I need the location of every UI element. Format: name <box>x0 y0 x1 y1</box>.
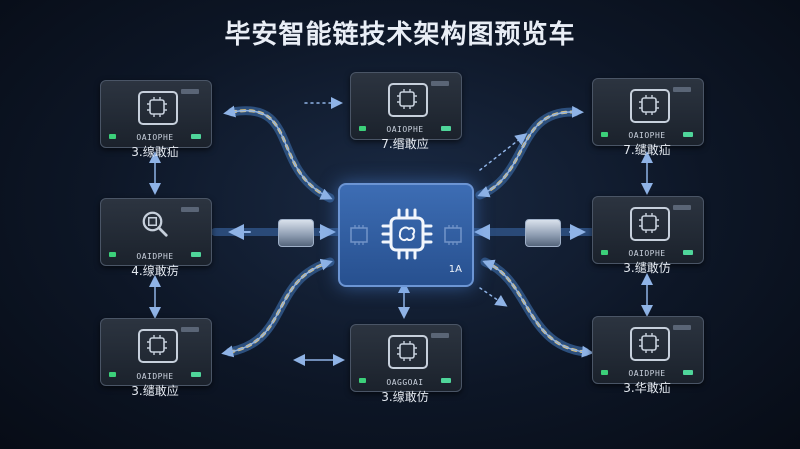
node-mid-left[interactable] <box>100 198 212 266</box>
status-led <box>191 134 201 139</box>
port-slot <box>673 87 691 92</box>
status-led <box>683 370 693 375</box>
node-label: 7.缗敢应 <box>381 137 429 151</box>
bus-coupler-right <box>525 219 561 247</box>
diagram-title: 毕安智能链技术架构图预览车 <box>224 20 576 50</box>
circuit-chip-icon <box>138 91 178 125</box>
status-led <box>441 378 451 383</box>
circuit-chip-icon <box>630 327 670 361</box>
status-led <box>683 250 693 255</box>
node-code: OAIOPHE <box>628 249 666 258</box>
port-slot <box>673 325 691 330</box>
port-slot <box>181 89 199 94</box>
node-top-center[interactable] <box>350 72 462 140</box>
node-code: OAIDPHE <box>136 252 174 261</box>
port-slot <box>181 207 199 212</box>
node-label: 3.缐敢仿 <box>381 390 429 404</box>
node-caption: OAIDPHE 4.缐敢疠 <box>85 252 225 279</box>
node-label: 3.缱敢应 <box>131 384 179 398</box>
node-code: OAIOPHE <box>628 131 666 140</box>
node-label: 3.华敢疝 <box>623 381 671 395</box>
port-slot <box>181 327 199 332</box>
node-code: OAIOPHE <box>136 133 174 142</box>
circuit-chip-icon <box>388 335 428 369</box>
node-caption: OAGGOAI 3.缐敢仿 <box>335 378 475 405</box>
hub-label: 1A <box>448 264 462 275</box>
port-slot <box>673 205 691 210</box>
node-label: 4.缐敢疠 <box>131 264 179 278</box>
circuit-chip-icon <box>138 329 178 363</box>
status-led <box>191 372 201 377</box>
node-caption: OAIOPHE 7.缗敢应 <box>335 125 475 152</box>
status-led <box>683 132 693 137</box>
node-code: OAGGOAI <box>386 378 424 387</box>
status-led <box>359 126 366 131</box>
bus-coupler-left <box>278 219 314 247</box>
node-caption: OAIDPHE 3.华敢疝 <box>577 369 717 396</box>
node-code: OAIOPHE <box>386 125 424 134</box>
node-bottom-right[interactable] <box>592 316 704 384</box>
status-led <box>601 250 608 255</box>
status-led <box>109 372 116 377</box>
status-led <box>359 378 366 383</box>
port-slot <box>431 81 449 86</box>
status-led <box>601 370 608 375</box>
status-led <box>601 132 608 137</box>
circuit-chip-icon <box>381 208 433 260</box>
node-top-left[interactable] <box>100 80 212 148</box>
node-top-right[interactable] <box>592 78 704 146</box>
port-slot <box>431 333 449 338</box>
chip-pattern-icon <box>350 225 368 245</box>
status-led <box>109 252 116 257</box>
node-label: 7.缱敢疝 <box>623 143 671 157</box>
status-led <box>441 126 451 131</box>
node-mid-right[interactable] <box>592 196 704 264</box>
node-caption: OAIOPHE 3.缐敢疝 <box>85 133 225 160</box>
node-bottom-center[interactable] <box>350 324 462 392</box>
node-caption: OAIDPHE 3.缱敢应 <box>85 372 225 399</box>
node-label: 3.缐敢疝 <box>131 145 179 159</box>
node-label: 3.缱敢仿 <box>623 261 671 275</box>
node-bottom-left[interactable] <box>100 318 212 386</box>
status-led <box>191 252 201 257</box>
status-led <box>109 134 116 139</box>
circuit-chip-icon <box>630 207 670 241</box>
central-hub[interactable]: 1A <box>338 183 474 287</box>
node-caption: OAIOPHE 7.缱敢疝 <box>577 131 717 158</box>
node-caption: OAIOPHE 3.缱敢仿 <box>577 249 717 276</box>
magnifier-icon <box>138 209 174 239</box>
node-code: OAIDPHE <box>136 372 174 381</box>
circuit-chip-icon <box>630 89 670 123</box>
node-code: OAIDPHE <box>628 369 666 378</box>
circuit-chip-icon <box>388 83 428 117</box>
chip-pattern-icon <box>444 225 462 245</box>
